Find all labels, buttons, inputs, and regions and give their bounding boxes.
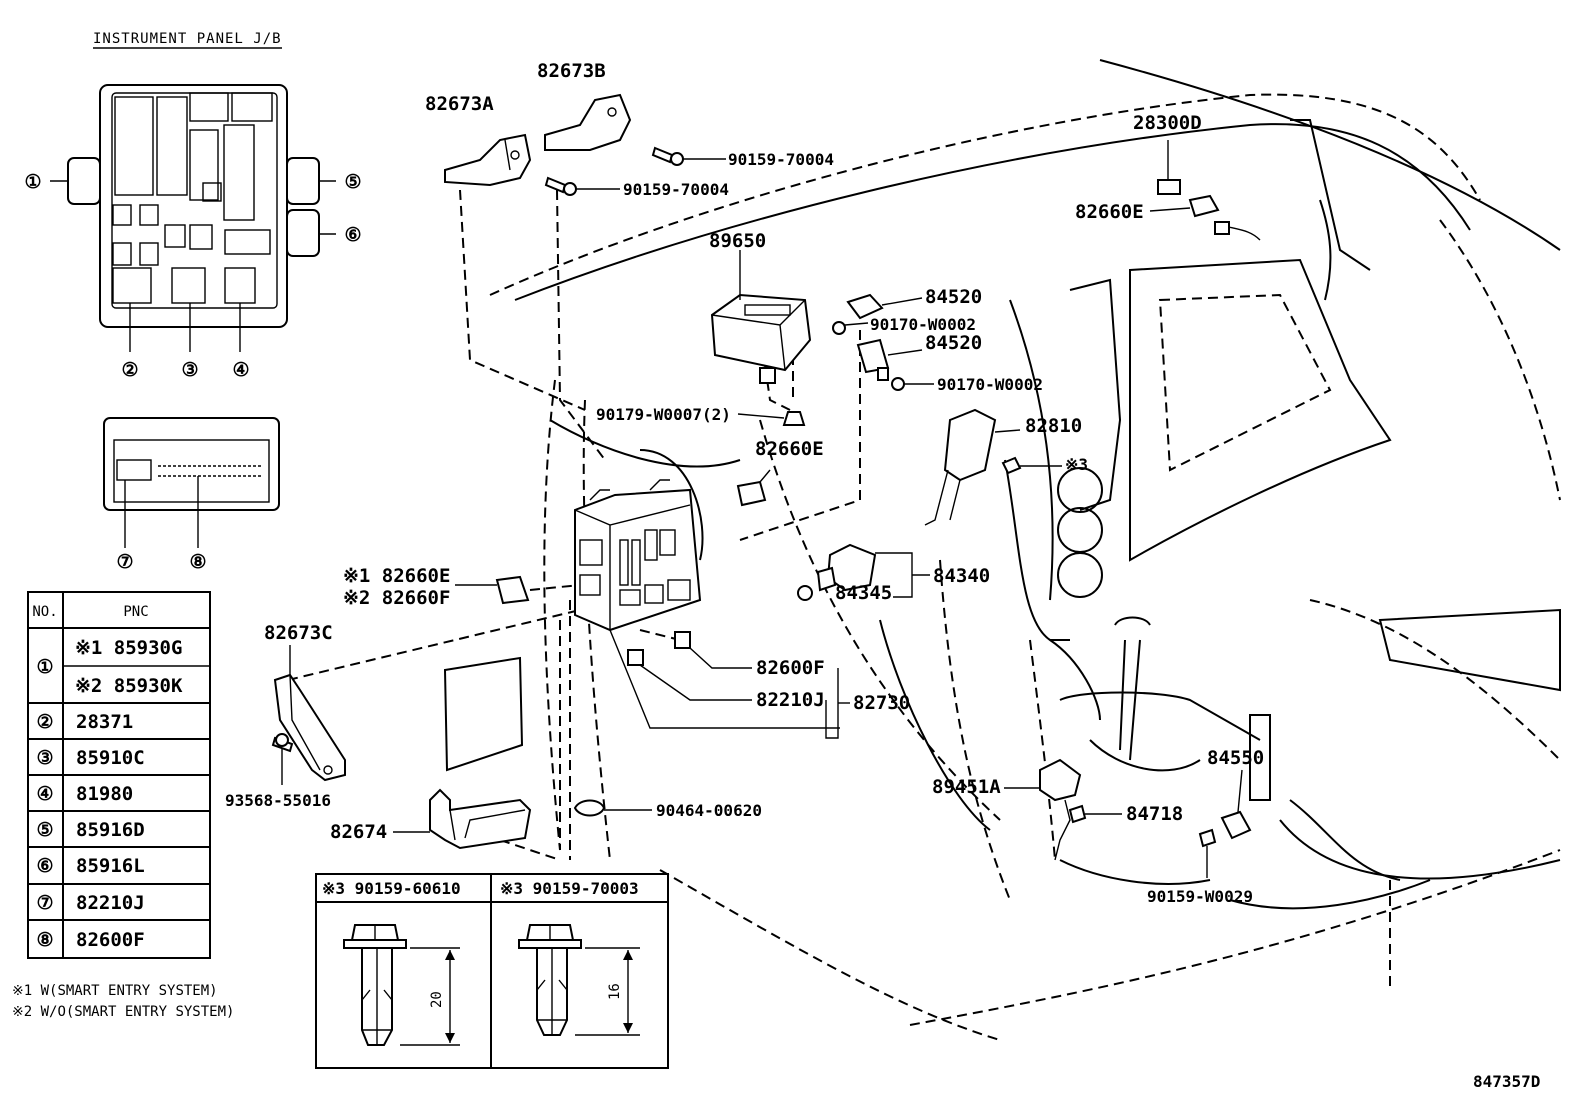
table-row-pnc: 85916L <box>76 855 145 877</box>
fastener-label: ※3 90159-70003 <box>500 879 639 898</box>
part-label: 28300D <box>1133 112 1202 134</box>
part-label: 84520 <box>925 286 982 308</box>
ecu-panel <box>443 656 524 772</box>
junction-block-main <box>574 479 702 632</box>
bolt-icon <box>343 924 460 1046</box>
junction-block-side-view <box>103 417 280 548</box>
connector-82660E-right <box>1149 194 1261 241</box>
part-label: 84718 <box>1126 803 1183 825</box>
callout-8: ⑧ <box>189 551 206 573</box>
part-label: 89650 <box>709 230 766 252</box>
table-row-pnc: 82210J <box>76 892 145 914</box>
part-label: ※1 82660E <box>343 565 450 587</box>
footnote-1: ※1 W(SMART ENTRY SYSTEM) <box>12 983 218 999</box>
diagram-title: INSTRUMENT PANEL J/B <box>93 31 282 47</box>
part-label: 82673C <box>264 622 333 644</box>
part-label: 90179-W0007(2) <box>596 405 731 424</box>
table-row-no: ⑧ <box>36 929 53 951</box>
table-row-no: ④ <box>36 783 53 805</box>
table-row-pnc: 85910C <box>76 747 145 769</box>
part-label: 82660E <box>1075 201 1144 223</box>
part-label: 82660E <box>755 438 824 460</box>
callout-7: ⑦ <box>116 551 133 573</box>
part-label: ※3 <box>1065 455 1088 474</box>
bracket-82673B <box>544 93 632 151</box>
bracket-82673A <box>444 133 532 187</box>
switch-84550 <box>1198 769 1252 878</box>
diagram-id: 847357D <box>1473 1072 1540 1091</box>
table-row-pnc: 81980 <box>76 783 133 805</box>
connector-82660E-center <box>736 469 771 507</box>
module-82810 <box>924 408 1062 526</box>
table-header-no: NO. <box>32 604 57 620</box>
sensor-89451A <box>1004 758 1122 861</box>
table-row-pnc: ※2 85930K <box>75 675 183 697</box>
callout-5: ⑤ <box>344 171 361 193</box>
switch-84520-upper <box>832 293 923 335</box>
part-label: 84550 <box>1207 747 1264 769</box>
table-row-no: ⑥ <box>36 855 53 877</box>
relay-28300D <box>1157 140 1181 195</box>
table-row-no: ③ <box>36 747 53 769</box>
part-label: 84520 <box>925 332 982 354</box>
connector-82660E-F-left <box>455 575 530 605</box>
table-row-pnc: ※1 85930G <box>75 637 182 659</box>
bracket-82674 <box>393 788 532 850</box>
table-row-pnc: 82600F <box>76 929 145 951</box>
part-label: 82210J <box>756 689 825 711</box>
dimension-label: 16 <box>607 983 623 1000</box>
fastener-table <box>315 873 669 1069</box>
leader-lines <box>287 189 1056 861</box>
junction-block-front-view <box>50 84 336 352</box>
callout-4: ④ <box>232 359 249 381</box>
table-row-no: ⑦ <box>36 892 53 914</box>
part-label: 82730 <box>853 692 910 714</box>
fastener-label: ※3 90159-60610 <box>322 879 461 898</box>
table-row-pnc: 28371 <box>76 711 133 733</box>
callout-3: ③ <box>181 359 198 381</box>
part-label: 90159-W0029 <box>1147 887 1253 906</box>
table-header-pnc: PNC <box>123 604 148 620</box>
part-label: 82600F <box>756 657 825 679</box>
part-label: 90464-00620 <box>656 801 762 820</box>
callout-6: ⑥ <box>344 224 361 246</box>
part-label: ※2 82660F <box>343 587 450 609</box>
part-label: 82673B <box>537 60 606 82</box>
relay-82600F <box>609 629 850 739</box>
part-label: 93568-55016 <box>225 791 331 810</box>
bolt-icon <box>544 146 684 196</box>
clip-90179 <box>737 411 806 426</box>
callout-2: ② <box>121 359 138 381</box>
table-row-no: ① <box>36 656 53 678</box>
switch-84340 <box>797 543 930 601</box>
part-label: 82674 <box>330 821 387 843</box>
instrument-panel-outline <box>489 59 1561 1041</box>
part-label: 90159-70004 <box>623 180 729 199</box>
table-row-pnc: 85916D <box>76 819 145 841</box>
footnote-2: ※2 W/O(SMART ENTRY SYSTEM) <box>12 1004 234 1020</box>
switch-84520-lower <box>856 338 934 391</box>
part-label: 84340 <box>933 565 990 587</box>
table-row-no: ⑤ <box>36 819 53 841</box>
part-label: 90170-W0002 <box>937 375 1043 394</box>
table-row-no: ② <box>36 711 53 733</box>
part-label: 89451A <box>932 776 1001 798</box>
dimension-label: 20 <box>429 991 445 1008</box>
part-label: 90170-W0002 <box>870 315 976 334</box>
module-89650 <box>710 250 812 384</box>
bolt-icon <box>518 924 640 1036</box>
part-label: 90159-70004 <box>728 150 834 169</box>
callout-1: ① <box>24 171 41 193</box>
part-label: 84345 <box>835 582 892 604</box>
part-label: 82673A <box>425 93 494 115</box>
clamp-90464 <box>573 799 652 817</box>
bracket-82673C <box>271 645 346 785</box>
part-label: 82810 <box>1025 415 1082 437</box>
pnc-table <box>27 591 211 959</box>
